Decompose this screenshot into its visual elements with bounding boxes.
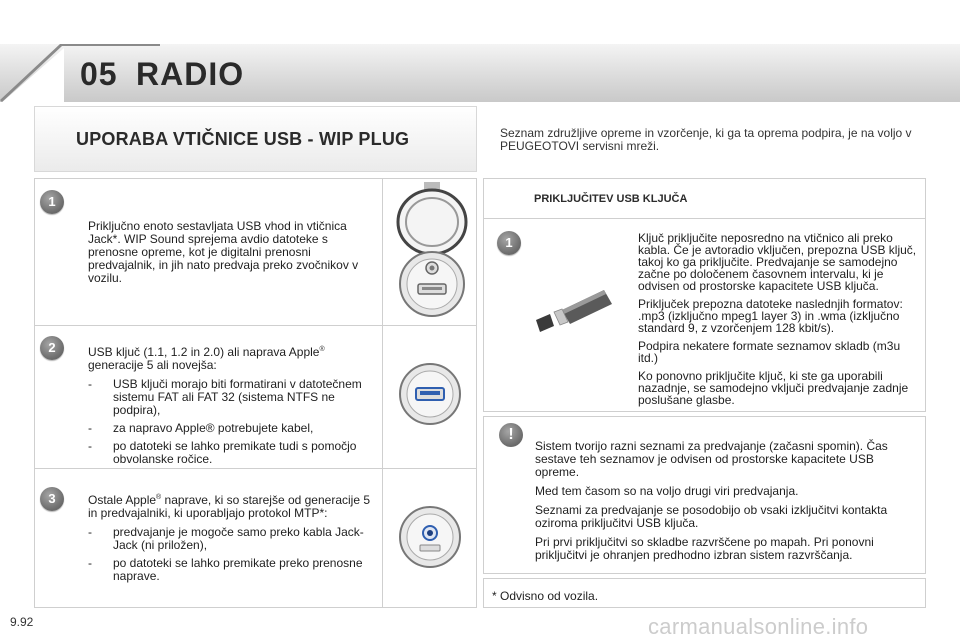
warning-icon: ! [499, 423, 523, 447]
page-number: 9.92 [10, 615, 34, 629]
usb-stick-image [536, 290, 612, 332]
step-2-text: USB ključ (1.1, 1.2 in 2.0) ali naprava … [88, 346, 373, 466]
usb-section-text: Ključ priključite neposredno na vtičnico… [638, 231, 917, 407]
header-band [0, 44, 960, 102]
step-1-badge: 1 [40, 190, 64, 214]
usb-jack-socket-with-cover-image [396, 182, 468, 317]
usb-step-1-badge: 1 [497, 231, 521, 255]
usb-port-image [399, 363, 461, 425]
step-2-badge: 2 [40, 336, 64, 360]
warning-text: Sistem tvorijo razni seznami za predvaja… [535, 439, 888, 562]
chapter-number: 05 [80, 56, 118, 92]
bullet-item: -po datoteki se lahko premikate preko pr… [88, 556, 363, 583]
bullet-item: -po datoteki se lahko premikate tudi s p… [88, 439, 357, 466]
row-divider [34, 468, 477, 469]
usb-title-divider [483, 218, 926, 219]
header-wedge-decoration [0, 44, 160, 110]
warning-panel [483, 416, 926, 574]
bullet-item: -za napravo Apple® potrebujete kabel, [88, 421, 314, 435]
footnote: * Odvisno od vozila. [492, 589, 599, 603]
jack-socket-image [399, 506, 461, 568]
image-column-divider [382, 178, 383, 608]
footnote-panel [483, 578, 926, 608]
section-title-panel [34, 106, 477, 172]
section-intro: Seznam združljive opreme in vzorčenje, k… [500, 126, 912, 153]
section-title: UPORABA VTIČNICE USB - WIP PLUG [76, 129, 410, 149]
step-3-text: Ostale Apple® naprave, ki so starejše od… [88, 494, 373, 583]
bullet-item: -predvajanje je mogoče samo preko kabla … [88, 525, 364, 552]
row-divider [34, 325, 477, 326]
usb-key-panel [483, 178, 926, 412]
usb-section-title: PRIKLJUČITEV USB KLJUČA [534, 193, 688, 205]
watermark: carmanualsonline.info [648, 614, 869, 639]
chapter-title: RADIO [136, 56, 245, 92]
step-3-badge: 3 [40, 487, 64, 511]
bullet-item: -USB ključi morajo biti formatirani v da… [88, 377, 362, 417]
step-1-text: Priključno enoto sestavljata USB vhod in… [88, 219, 359, 285]
